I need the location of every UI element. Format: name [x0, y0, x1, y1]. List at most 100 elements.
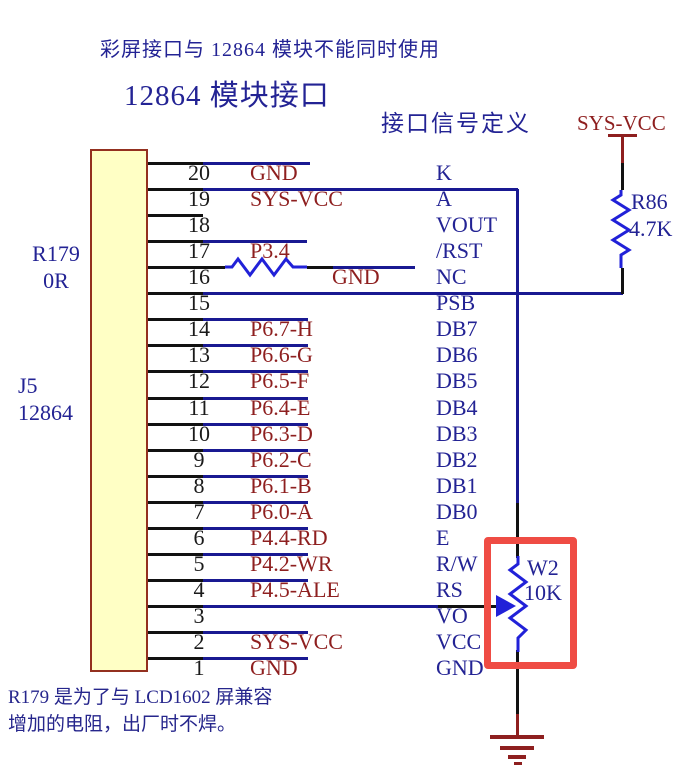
- pin-signal-label: E: [436, 525, 450, 550]
- ground-stem: [516, 714, 519, 737]
- pin-net-label: P6.2-C: [250, 447, 312, 472]
- pin-net-label: P6.1-B: [250, 473, 312, 498]
- net-wire: [203, 501, 308, 504]
- footnote: R179 是为了与 LCD1602 屏兼容 增加的电阻，出厂时不焊。: [8, 684, 272, 738]
- net-wire: [203, 449, 308, 452]
- resistor-r179-zigzag-icon: [225, 256, 307, 278]
- resistor-r86-ref-label: R86: [631, 189, 668, 214]
- pot-bottom-lead: [516, 650, 519, 714]
- pin-signal-label: DB2: [436, 447, 478, 472]
- pin-stub-wire: [148, 423, 203, 426]
- pin-number: 19: [188, 186, 210, 211]
- pin-stub-wire: [148, 162, 203, 165]
- pin-number: 18: [188, 212, 210, 237]
- net-wire: [203, 292, 623, 295]
- signal-column-header: 接口信号定义: [381, 111, 531, 136]
- ground-bar-1: [490, 735, 544, 739]
- pin-number: 13: [188, 342, 210, 367]
- pin-stub-wire: [148, 579, 203, 582]
- pin-stub-wire: [148, 188, 203, 191]
- net-wire: [203, 605, 438, 608]
- pin-stub-wire: [148, 657, 203, 660]
- pin-stub-wire: [148, 266, 225, 269]
- resistor-r86-top-lead: [621, 163, 624, 190]
- pin-signal-label: GND: [436, 655, 484, 680]
- pin-stub-wire: [148, 370, 203, 373]
- pin-number: 1: [193, 655, 205, 680]
- pin-signal-label: VO: [436, 603, 468, 628]
- pin-number: 7: [193, 499, 205, 524]
- pin-signal-label: /RST: [436, 238, 483, 263]
- pin-number: 14: [188, 316, 210, 341]
- ground-bar-3: [508, 755, 526, 759]
- pin-net-label: P4.2-WR: [250, 551, 333, 576]
- net-wire: [203, 162, 310, 165]
- resistor-r86-zigzag-icon: [610, 190, 632, 268]
- resistor-value-label: 0R: [43, 268, 69, 293]
- pin-signal-label: PSB: [436, 290, 476, 315]
- pin-net-label: P6.7-H: [250, 316, 313, 341]
- resistor-r86-value-label: 4.7K: [629, 216, 673, 241]
- power-rail-stem: [621, 134, 624, 163]
- net-wire: [203, 631, 308, 634]
- pin-stub-wire: [148, 631, 203, 634]
- resistor-ref-label: R179: [32, 241, 80, 266]
- pot-value-label: 10K: [524, 580, 562, 605]
- pin-signal-label: DB3: [436, 421, 478, 446]
- pin-stub-wire: [148, 214, 203, 217]
- top-note: 彩屏接口与 12864 模块不能同时使用: [100, 39, 440, 61]
- pin-signal-label: NC: [436, 264, 467, 289]
- pin-number: 5: [193, 551, 205, 576]
- connector-type-label: 12864: [18, 400, 73, 425]
- pin-net-label: P4.5-ALE: [250, 577, 340, 602]
- resistor-r179-reference: R179 0R: [18, 240, 94, 294]
- pin-signal-label: K: [436, 160, 452, 185]
- pin-number: 15: [188, 290, 210, 315]
- pin-net-label: P3.4: [250, 238, 290, 263]
- page-title: 12864 模块接口: [124, 80, 330, 112]
- net-wire: [203, 188, 518, 191]
- pin-signal-label: DB1: [436, 473, 478, 498]
- pin-net-label: P4.4-RD: [250, 525, 328, 550]
- pin-net-label: SYS-VCC: [250, 186, 343, 211]
- highlight-box: [484, 537, 577, 669]
- pin-stub-wire: [148, 501, 203, 504]
- net-wire: [203, 397, 308, 400]
- pin-number: 10: [188, 421, 210, 446]
- net-wire: [203, 553, 308, 556]
- potentiometer-zigzag-icon: [507, 556, 529, 652]
- resistor-net-label: GND: [332, 264, 380, 289]
- pin-signal-label: VCC: [436, 629, 482, 654]
- ground-bar-2: [500, 746, 534, 750]
- net-wire: [203, 318, 308, 321]
- pin-net-label: P6.5-F: [250, 368, 310, 393]
- pin-number: 6: [193, 525, 205, 550]
- footnote-line-1: R179 是为了与 LCD1602 屏兼容: [8, 687, 273, 708]
- pin-stub-wire: [148, 527, 203, 530]
- pin-signal-label: A: [436, 186, 452, 211]
- resistor-lead-wire: [307, 266, 334, 269]
- wiper-arrow-icon: [496, 595, 516, 617]
- pin-stub-wire: [148, 344, 203, 347]
- pin-net-label: P6.0-A: [250, 499, 313, 524]
- pin-number: 4: [193, 577, 205, 602]
- pot-top-lead: [516, 503, 519, 558]
- pin-number: 2: [193, 629, 205, 654]
- pin-stub-wire: [148, 318, 203, 321]
- pin-signal-label: R/W: [436, 551, 478, 576]
- pin-number: 16: [188, 264, 210, 289]
- net-wire: [203, 657, 308, 660]
- pin-signal-label: VOUT: [436, 212, 498, 237]
- pin-number: 20: [188, 160, 210, 185]
- pin-signal-label: DB4: [436, 395, 478, 420]
- pin-stub-wire: [148, 475, 203, 478]
- net-wire: [203, 579, 308, 582]
- pin-signal-label: DB6: [436, 342, 478, 367]
- pin-net-label: P6.6-G: [250, 342, 313, 367]
- net-wire: [203, 240, 307, 243]
- pin-signal-label: DB0: [436, 499, 478, 524]
- connector-reference: J5 12864: [18, 372, 73, 426]
- net-wire: [203, 344, 308, 347]
- pin-number: 9: [193, 447, 205, 472]
